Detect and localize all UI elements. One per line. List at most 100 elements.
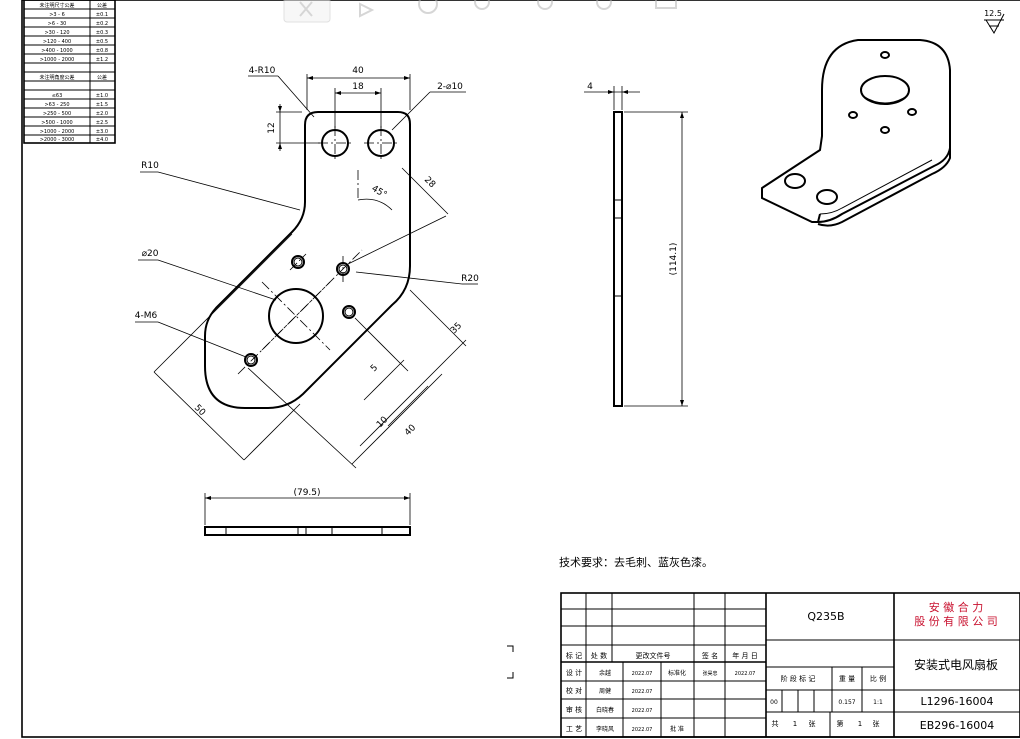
tb-label-review: 审 核: [566, 705, 582, 714]
tol-row-value: ±1.0: [96, 93, 108, 99]
tb-label-change-doc: 更改文件号: [636, 651, 671, 660]
label-mount-holes: 2-⌀10: [437, 82, 463, 92]
dim-hole-offset: 12: [267, 122, 277, 133]
tol-header-value: 公差: [97, 2, 107, 9]
tol-row-range: >6 - 30: [48, 21, 67, 27]
tol-row-value: ±0.2: [96, 21, 108, 27]
tb-label-check: 校 对: [566, 686, 582, 695]
tb-part-name: 安装式电风扇板: [914, 657, 998, 672]
tol-row-range: >2000 - 3000: [40, 137, 75, 143]
tb-label-total: 共: [772, 719, 779, 728]
dim-width: 40: [352, 66, 364, 76]
tb-label-mark: 标 记: [566, 651, 582, 660]
drawing-frame: [21, 0, 1020, 738]
arrow-icon[interactable]: [359, 2, 375, 18]
tb-label-weight: 重 量: [839, 675, 855, 683]
tol-row-range: >500 - 1000: [41, 120, 72, 126]
title-block: 标 记 处 数 更改文件号 签 名 年 月 日 设 计 余越 2022.07 标…: [560, 592, 1020, 738]
iso-bore: [860, 75, 910, 105]
side-view: 4 (114.1): [584, 82, 688, 407]
tb-label-sheet-unit: 张: [809, 719, 816, 728]
threaded-hole: [244, 353, 258, 367]
tol-row-range: ≤63: [52, 93, 63, 99]
display-style-icon[interactable]: [655, 0, 677, 9]
bottom-view: (79.5): [204, 488, 411, 536]
zoom-fit-icon[interactable]: [474, 0, 490, 10]
tb-design-date: 2022.07: [632, 671, 653, 677]
plate-edge: [613, 111, 623, 407]
tol-angle-header-value: 公差: [97, 74, 107, 81]
threaded-hole: [342, 305, 356, 319]
tol-row-range: >250 - 500: [43, 111, 71, 117]
tol-header-label: 未注明尺寸公差: [39, 2, 74, 9]
tb-standardizer: 张昊忠: [702, 670, 717, 677]
tb-weight-value: 0.157: [838, 699, 855, 706]
tb-check-date: 2022.07: [632, 689, 653, 695]
tol-row-value: ±0.8: [96, 48, 108, 54]
tb-checker: 周健: [599, 687, 611, 695]
tb-label-stage: 阶 段 标 记: [781, 674, 816, 683]
tol-row-value: ±0.3: [96, 30, 108, 36]
tb-label-sheet: 第: [837, 719, 844, 728]
tb-drawing-number: L1296-16004: [920, 695, 993, 708]
tb-scale-value: 1:1: [873, 699, 883, 706]
front-view: 40 18 12 4-R10 2-⌀10 R10 ⌀20 4-M6: [135, 66, 479, 469]
tb-label-design: 设 计: [566, 668, 582, 677]
dim-diagonal-28: 28: [422, 175, 437, 190]
label-corner-radius: 4-R10: [249, 66, 276, 76]
tb-label-standardize: 标准化: [668, 669, 686, 677]
dim-thickness: 4: [587, 82, 593, 92]
tol-row-range: >1000 - 2000: [40, 129, 75, 135]
tb-reviewer: 白晓春: [596, 706, 614, 714]
zoom-out-icon[interactable]: [596, 0, 612, 10]
label-threaded-holes: 4-M6: [135, 311, 158, 321]
tol-row-value: ±1.5: [96, 102, 108, 108]
tol-row-range: >120 - 400: [43, 39, 71, 45]
tb-stage-value: 00: [770, 699, 778, 706]
tol-row-value: ±2.0: [96, 111, 108, 117]
label-angle: 45°: [370, 184, 389, 201]
crop-mark: [507, 645, 514, 652]
tb-label-signature: 签 名: [702, 651, 718, 660]
zoom-in-icon[interactable]: [537, 0, 553, 10]
label-bore-diameter: ⌀20: [142, 249, 159, 259]
tb-label-sheet-unit2: 张: [873, 719, 880, 728]
iso-outline: [761, 39, 951, 223]
rotate-icon[interactable]: [418, 0, 438, 14]
tb-total-value: 1: [793, 720, 797, 728]
crop-mark: [507, 672, 514, 679]
tb-label-process: 工 艺: [566, 725, 582, 733]
tb-material: Q235B: [807, 610, 844, 623]
tb-process-date: 2022.07: [632, 727, 653, 733]
dim-offset-5: 5: [369, 363, 380, 374]
tb-company-line1: 安 徽 合 力: [929, 600, 984, 614]
center-bore: [268, 288, 324, 344]
tol-row-value: ±3.0: [96, 129, 108, 135]
tol-row-value: ±4.0: [96, 137, 108, 143]
tol-angle-header-label: 未注明角度公差: [39, 74, 74, 81]
tol-row-value: ±0.5: [96, 39, 108, 45]
tol-row-value: ±0.1: [96, 12, 108, 18]
label-fillet-radius: R10: [141, 161, 159, 171]
tb-review-date: 2022.07: [632, 708, 653, 714]
part-outline: [204, 111, 411, 409]
tb-sheet-value: 1: [858, 720, 862, 728]
dim-diagonal-35: 35: [449, 321, 464, 336]
cursor-icon: [299, 1, 313, 17]
technical-requirements: 技术要求：去毛刺、蓝灰色漆。: [559, 555, 713, 569]
tol-row-range: >3 - 6: [49, 12, 65, 18]
tb-company-line2: 股 份 有 限 公 司: [914, 614, 997, 628]
tb-standardize-date: 2022.07: [735, 671, 756, 677]
tb-designer: 余越: [599, 669, 611, 677]
view-toolbar[interactable]: [283, 0, 677, 23]
tb-label-scale: 比 例: [870, 674, 886, 683]
dim-diagonal-50: 50: [192, 403, 207, 418]
tol-row-range: >30 - 120: [44, 30, 69, 36]
tol-row-range: >400 - 1000: [41, 48, 72, 54]
tol-row-range: >1000 - 2000: [40, 57, 75, 63]
tb-label-count: 处 数: [591, 651, 607, 660]
tolerance-table: 未注明尺寸公差 公差 >3 - 6 ±0.1 >6 - 30 ±0.2 >30 …: [23, 0, 116, 144]
threaded-hole: [291, 255, 305, 269]
tb-processor: 李晓风: [596, 725, 614, 733]
